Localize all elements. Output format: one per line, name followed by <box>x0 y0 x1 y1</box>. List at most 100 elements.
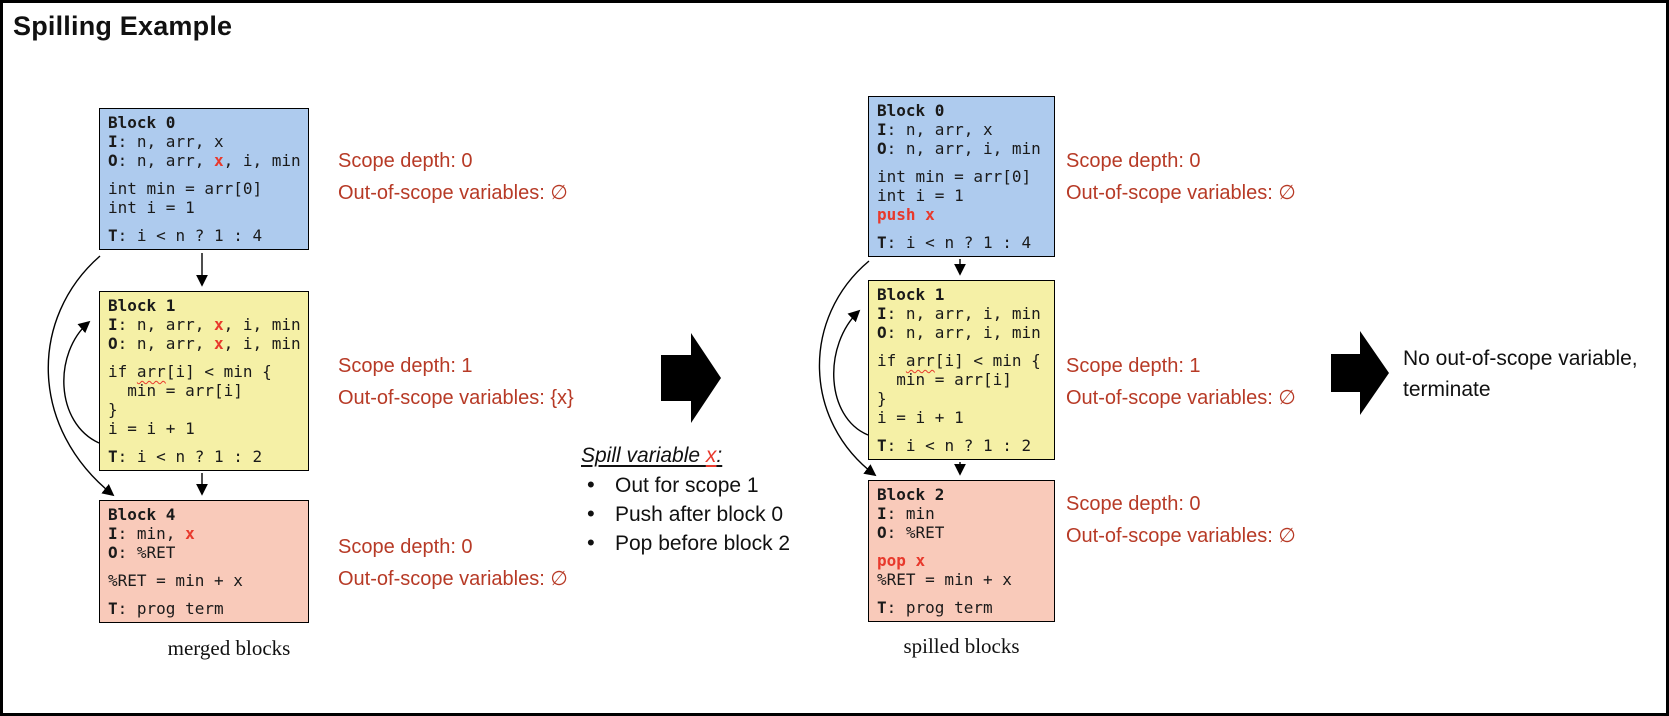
code-red-token: x <box>213 315 224 334</box>
code-token: : i < n ? 1 : 4 <box>117 226 263 245</box>
code-line: Block 1 <box>877 285 1046 304</box>
code-line <box>108 590 300 599</box>
code-token: } <box>108 400 118 419</box>
code-token: [i] < min { <box>165 362 272 381</box>
code-red-token: x <box>213 334 224 353</box>
code-token: O <box>877 139 887 158</box>
code-line <box>108 353 300 362</box>
scope-depth-text: Scope depth: 1 <box>338 355 473 377</box>
scope-depth-text: Scope depth: 1 <box>1066 355 1201 377</box>
code-token: T <box>877 436 887 455</box>
code-token: I <box>108 524 118 543</box>
spill-heading-prefix: Spill variable <box>581 444 706 467</box>
code-line: T: i < n ? 1 : 2 <box>108 447 300 466</box>
spill-variable-x: x <box>705 444 717 467</box>
code-line <box>877 224 1046 233</box>
code-token: Block 0 <box>877 101 945 120</box>
code-line: %RET = min + x <box>877 570 1046 589</box>
merged-block1-annotation: Scope depth: 1 Out-of-scope variables: {… <box>338 350 574 414</box>
code-token: , i, min <box>223 151 301 170</box>
code-line: Block 0 <box>108 113 300 132</box>
code-token: arr <box>905 351 935 370</box>
code-token: [i] < min { <box>934 351 1041 370</box>
code-token: O <box>108 151 118 170</box>
code-line: O: n, arr, i, min <box>877 139 1046 158</box>
code-token: I <box>877 304 887 323</box>
code-token: Block 4 <box>108 505 176 524</box>
code-token: int min = arr[0] <box>877 167 1032 186</box>
code-token: } <box>877 389 887 408</box>
code-token: Block 2 <box>877 485 945 504</box>
code-token: I <box>108 132 118 151</box>
code-token: O <box>108 334 118 353</box>
edge-spilled-block1-selfloop <box>833 309 869 436</box>
out-of-scope-text: Out-of-scope variables: ∅ <box>338 182 568 204</box>
code-line: I: n, arr, x <box>108 132 300 151</box>
code-line: int i = 1 <box>108 198 300 217</box>
code-token: : i < n ? 1 : 2 <box>886 436 1032 455</box>
spill-heading-suffix: : <box>716 444 723 467</box>
code-token: if <box>877 351 906 370</box>
code-token: : n, arr, <box>117 334 214 353</box>
code-line: I: min, x <box>108 524 300 543</box>
code-line <box>108 562 300 571</box>
code-token: : i < n ? 1 : 2 <box>117 447 263 466</box>
slide-title: Spilling Example <box>13 11 233 41</box>
code-token: : min, <box>117 524 186 543</box>
code-token: : n, arr, x <box>886 120 993 139</box>
code-line: if arr[i] < min { <box>108 362 300 381</box>
code-line: O: %RET <box>877 523 1046 542</box>
code-token: : prog term <box>886 598 993 617</box>
code-line <box>108 217 300 226</box>
code-line: min = arr[i] <box>877 370 1046 389</box>
code-line <box>877 542 1046 551</box>
code-line: i = i + 1 <box>108 419 300 438</box>
code-token: : prog term <box>117 599 224 618</box>
code-token: : n, arr, <box>117 315 214 334</box>
merged-block4-annotation: Scope depth: 0 Out-of-scope variables: ∅ <box>338 531 568 595</box>
code-token: T <box>877 233 887 252</box>
merged-block0-annotation: Scope depth: 0 Out-of-scope variables: ∅ <box>338 145 568 209</box>
code-line: T: prog term <box>108 599 300 618</box>
code-token: : n, arr, x <box>117 132 224 151</box>
code-line: Block 2 <box>877 485 1046 504</box>
edge-merged-block1-selfloop <box>63 320 100 444</box>
code-token: min = arr[i] <box>877 370 1012 389</box>
code-token: O <box>877 323 887 342</box>
spill-note-bullet-list: Out for scope 1 Push after block 0 Pop b… <box>581 474 790 562</box>
spilled-block1-annotation: Scope depth: 1 Out-of-scope variables: ∅ <box>1066 350 1296 414</box>
code-token: T <box>108 599 118 618</box>
code-token: T <box>108 226 118 245</box>
code-token: I <box>108 315 118 334</box>
code-token: I <box>877 120 887 139</box>
out-of-scope-text: Out-of-scope variables: ∅ <box>1066 525 1296 547</box>
code-token: : n, arr, <box>117 151 214 170</box>
code-line: i = i + 1 <box>877 408 1046 427</box>
code-line: I: min <box>877 504 1046 523</box>
code-line <box>877 427 1046 436</box>
code-line <box>877 589 1046 598</box>
code-token: : min <box>886 504 935 523</box>
code-token: Block 1 <box>108 296 176 315</box>
code-token: O <box>877 523 887 542</box>
terminate-note-line2: terminate <box>1403 378 1491 401</box>
code-line: I: n, arr, x <box>877 120 1046 139</box>
scope-depth-text: Scope depth: 0 <box>1066 493 1201 515</box>
code-token: : n, arr, i, min <box>886 323 1041 342</box>
code-line: O: n, arr, x, i, min <box>108 334 301 353</box>
code-token: : %RET <box>117 543 176 562</box>
code-token: %RET = min + x <box>877 570 1012 589</box>
spill-bullet-item: Pop before block 2 <box>581 532 790 554</box>
code-line: T: i < n ? 1 : 2 <box>877 436 1046 455</box>
code-line: Block 0 <box>877 101 1046 120</box>
code-line: Block 1 <box>108 296 300 315</box>
code-line: min = arr[i] <box>108 381 300 400</box>
terminate-arrow-icon <box>1331 331 1389 415</box>
spilled-diagram-caption: spilled blocks <box>903 634 1020 658</box>
code-token: , i, min <box>223 315 301 334</box>
